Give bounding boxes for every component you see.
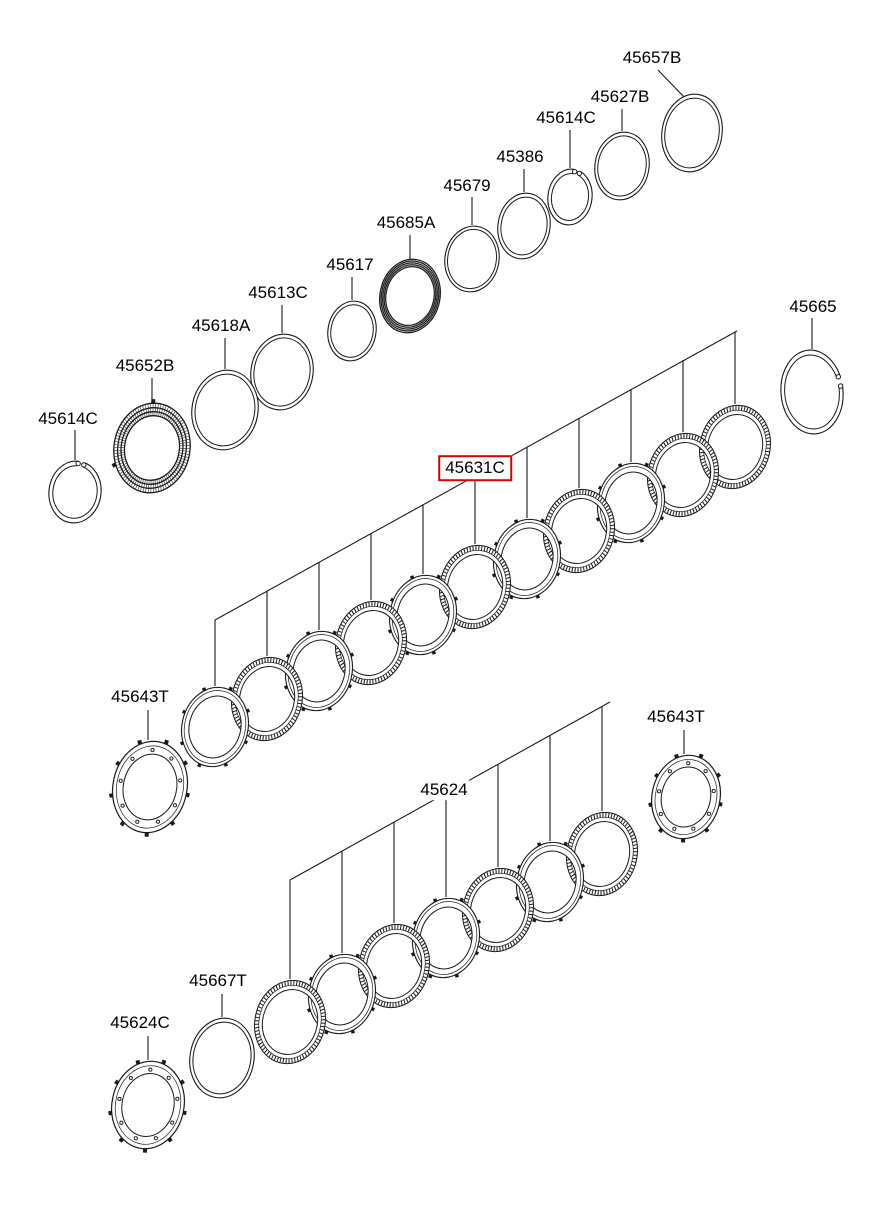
ring-45643t-left[interactable] (103, 731, 200, 844)
ring-45386[interactable] (493, 189, 556, 263)
part-label-45657b[interactable]: 45657B (620, 48, 684, 68)
part-label-45614c[interactable]: 45614C (534, 108, 598, 128)
part-label-45386[interactable]: 45386 (494, 147, 546, 167)
part-label-45627b[interactable]: 45627B (588, 87, 652, 107)
part-label-45614c[interactable]: 45614C (36, 409, 100, 429)
ring-45665[interactable] (777, 347, 848, 436)
part-label-45624c[interactable]: 45624C (108, 1013, 172, 1033)
ring-45679[interactable] (440, 222, 505, 296)
ring-45657b[interactable] (656, 89, 729, 176)
ring-45667t[interactable] (184, 1013, 261, 1103)
ring-45624c[interactable] (102, 1051, 196, 1159)
part-label-45667t[interactable]: 45667T (187, 971, 249, 991)
steel-plate[interactable] (402, 888, 491, 988)
part-label-45643t[interactable]: 45643T (109, 687, 171, 707)
steel-plate[interactable] (506, 832, 595, 932)
ring-45643t-right[interactable] (643, 746, 732, 849)
ring-45627b[interactable] (590, 128, 655, 204)
part-label-45631c[interactable]: 45631C (438, 455, 512, 481)
friction-disc-45631c[interactable] (691, 398, 779, 496)
friction-disc-45624[interactable] (246, 973, 334, 1071)
steel-plate[interactable] (171, 677, 260, 777)
ring-45614c-upper[interactable] (544, 164, 596, 227)
part-label-45679[interactable]: 45679 (441, 176, 493, 196)
leader-line (657, 69, 685, 98)
ring-45685a[interactable] (373, 254, 447, 339)
part-label-45652b[interactable]: 45652B (113, 356, 177, 376)
friction-disc-45631c[interactable] (431, 538, 519, 636)
part-label-45624[interactable]: 45624 (418, 780, 470, 800)
part-label-45685a[interactable]: 45685A (374, 213, 438, 233)
part-label-45618a[interactable]: 45618A (189, 316, 253, 336)
ring-45614c-left[interactable] (45, 455, 105, 526)
part-label-45617[interactable]: 45617 (324, 255, 376, 275)
ring-45618a[interactable] (186, 365, 265, 455)
part-label-45643t[interactable]: 45643T (645, 707, 707, 727)
ring-45617[interactable] (323, 297, 381, 364)
part-label-45665[interactable]: 45665 (787, 297, 839, 317)
steel-plate[interactable] (298, 944, 387, 1044)
ring-45652b[interactable] (107, 394, 198, 499)
part-label-45613c[interactable]: 45613C (246, 283, 310, 303)
friction-disc-45624[interactable] (350, 917, 438, 1015)
ring-45613c[interactable] (245, 329, 319, 415)
